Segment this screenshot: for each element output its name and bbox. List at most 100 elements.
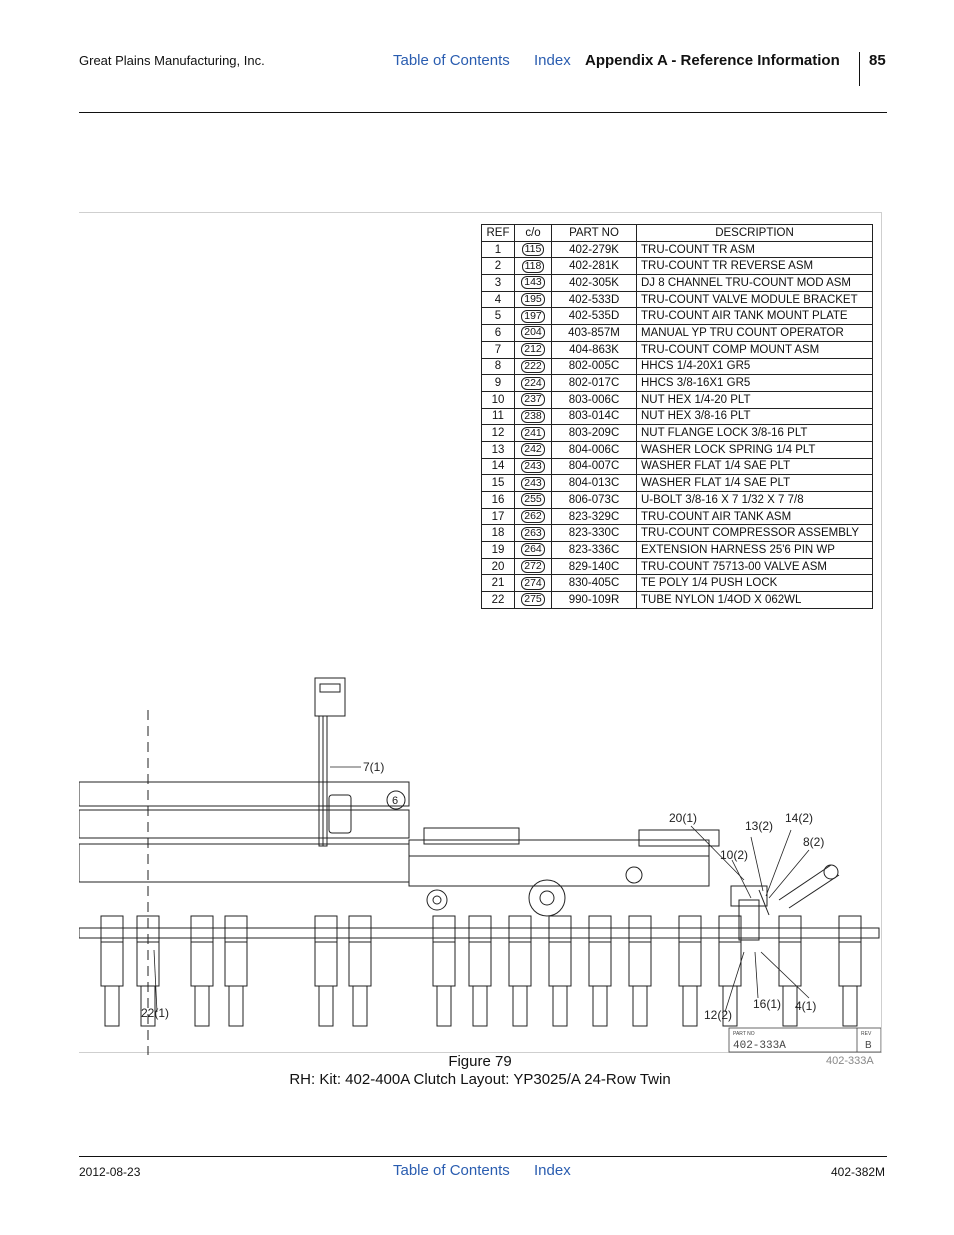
row-co: 242 (514, 440, 552, 459)
row-ref: 9 (481, 374, 515, 392)
row-ref: 7 (481, 340, 515, 359)
row-part-no: 804-007C (551, 457, 637, 476)
row-description: TRU-COUNT COMP MOUNT ASM (636, 340, 873, 359)
row-ref: 19 (481, 541, 515, 559)
row-part-no: 803-014C (551, 407, 637, 426)
row-description: NUT HEX 3/8-16 PLT (636, 407, 873, 426)
compressor-mount-tower (314, 677, 352, 847)
co-number-badge: 237 (521, 393, 545, 407)
header-index-link[interactable]: Index (534, 52, 571, 69)
co-number-badge: 195 (521, 293, 545, 307)
callout-20: 20(1) (669, 811, 697, 825)
row-co: 204 (514, 324, 552, 342)
title-block-part-label: PART NO (733, 1031, 755, 1037)
row-ref: 12 (481, 424, 515, 442)
row-unit (718, 915, 742, 1027)
row-description: WASHER FLAT 1/4 SAE PLT (636, 457, 873, 476)
callout-12: 12(2) (704, 1008, 732, 1022)
co-number-badge: 197 (521, 309, 545, 323)
row-co: 255 (514, 491, 552, 509)
toolbar-beam (79, 927, 880, 939)
row-ref: 15 (481, 474, 515, 492)
row-description: HHCS 1/4-20X1 GR5 (636, 357, 873, 376)
footer-index-link[interactable]: Index (534, 1162, 571, 1179)
row-description: NUT FLANGE LOCK 3/8-16 PLT (636, 424, 873, 442)
row-ref: 10 (481, 390, 515, 409)
row-unit (778, 915, 802, 1027)
row-description: EXTENSION HARNESS 25'6 PIN WP (636, 541, 873, 559)
co-number-badge: 243 (521, 459, 545, 473)
row-unit (548, 915, 572, 1027)
figure-image-id: 402-333A (826, 1055, 874, 1067)
row-ref: 17 (481, 507, 515, 526)
title-block: PART NO REV 402-333A B (728, 1027, 881, 1053)
footer-toc-link[interactable]: Table of Contents (393, 1162, 510, 1179)
row-ref: 4 (481, 290, 515, 309)
row-description: TRU-COUNT 75713-00 VALVE ASM (636, 557, 873, 576)
row-part-no: 823-330C (551, 524, 637, 543)
footer-doc-number: 402-382M (831, 1165, 886, 1179)
row-co: 274 (514, 574, 552, 593)
row-part-no: 823-336C (551, 541, 637, 559)
row-part-no: 803-006C (551, 390, 637, 409)
row-unit (678, 915, 702, 1027)
assembly-drawing: 7(1) 20(1) 13(2) 14(2) 8(2) 10(2) 22(1) … (79, 677, 881, 1055)
row-co: 237 (514, 390, 552, 409)
row-part-no: 804-006C (551, 440, 637, 459)
row-description: TRU-COUNT VALVE MODULE BRACKET (636, 290, 873, 309)
row-part-no: 802-017C (551, 374, 637, 392)
row-ref: 11 (481, 407, 515, 426)
row-description: NUT HEX 1/4-20 PLT (636, 390, 873, 409)
row-co: 115 (514, 240, 552, 259)
co-number-badge: 222 (521, 359, 545, 373)
row-unit (508, 915, 532, 1027)
row-part-no: 806-073C (551, 491, 637, 509)
row-description: WASHER FLAT 1/4 SAE PLT (636, 474, 873, 492)
row-description: MANUAL YP TRU COUNT OPERATOR (636, 324, 873, 342)
co-number-badge: 255 (521, 493, 545, 507)
figure-frame (79, 212, 882, 1053)
row-unit (838, 915, 862, 1027)
col-co-header: c/o (514, 224, 552, 242)
row-unit (100, 915, 124, 1027)
co-number-badge: 212 (521, 343, 545, 357)
row-part-no: 404-863K (551, 340, 637, 359)
co-number-badge: 274 (521, 576, 545, 590)
co-number-badge: 143 (521, 276, 545, 290)
co-number-badge: 204 (521, 326, 545, 340)
row-part-no: 402-279K (551, 240, 637, 259)
row-description: HHCS 3/8-16X1 GR5 (636, 374, 873, 392)
row-description: TUBE NYLON 1/4OD X 062WL (636, 591, 873, 609)
callout-16: 16(1) (753, 997, 781, 1011)
row-co: 197 (514, 307, 552, 326)
co-number-badge: 243 (521, 476, 545, 490)
row-part-no: 402-305K (551, 274, 637, 292)
row-co: 263 (514, 524, 552, 543)
row-unit (136, 915, 160, 1027)
parts-table-header: REF c/o PART NO DESCRIPTION (481, 224, 873, 242)
row-unit (348, 915, 372, 1027)
row-part-no: 802-005C (551, 357, 637, 376)
row-co: 243 (514, 457, 552, 476)
row-description: TRU-COUNT TR ASM (636, 240, 873, 259)
section-title: Appendix A - Reference Information (585, 52, 840, 69)
row-description: WASHER LOCK SPRING 1/4 PLT (636, 440, 873, 459)
row-part-no: 990-109R (551, 591, 637, 609)
header-toc-link[interactable]: Table of Contents (393, 52, 510, 69)
col-ref-header: REF (481, 224, 515, 242)
row-co: 222 (514, 357, 552, 376)
row-description: TRU-COUNT AIR TANK MOUNT PLATE (636, 307, 873, 326)
row-part-no: 402-535D (551, 307, 637, 326)
